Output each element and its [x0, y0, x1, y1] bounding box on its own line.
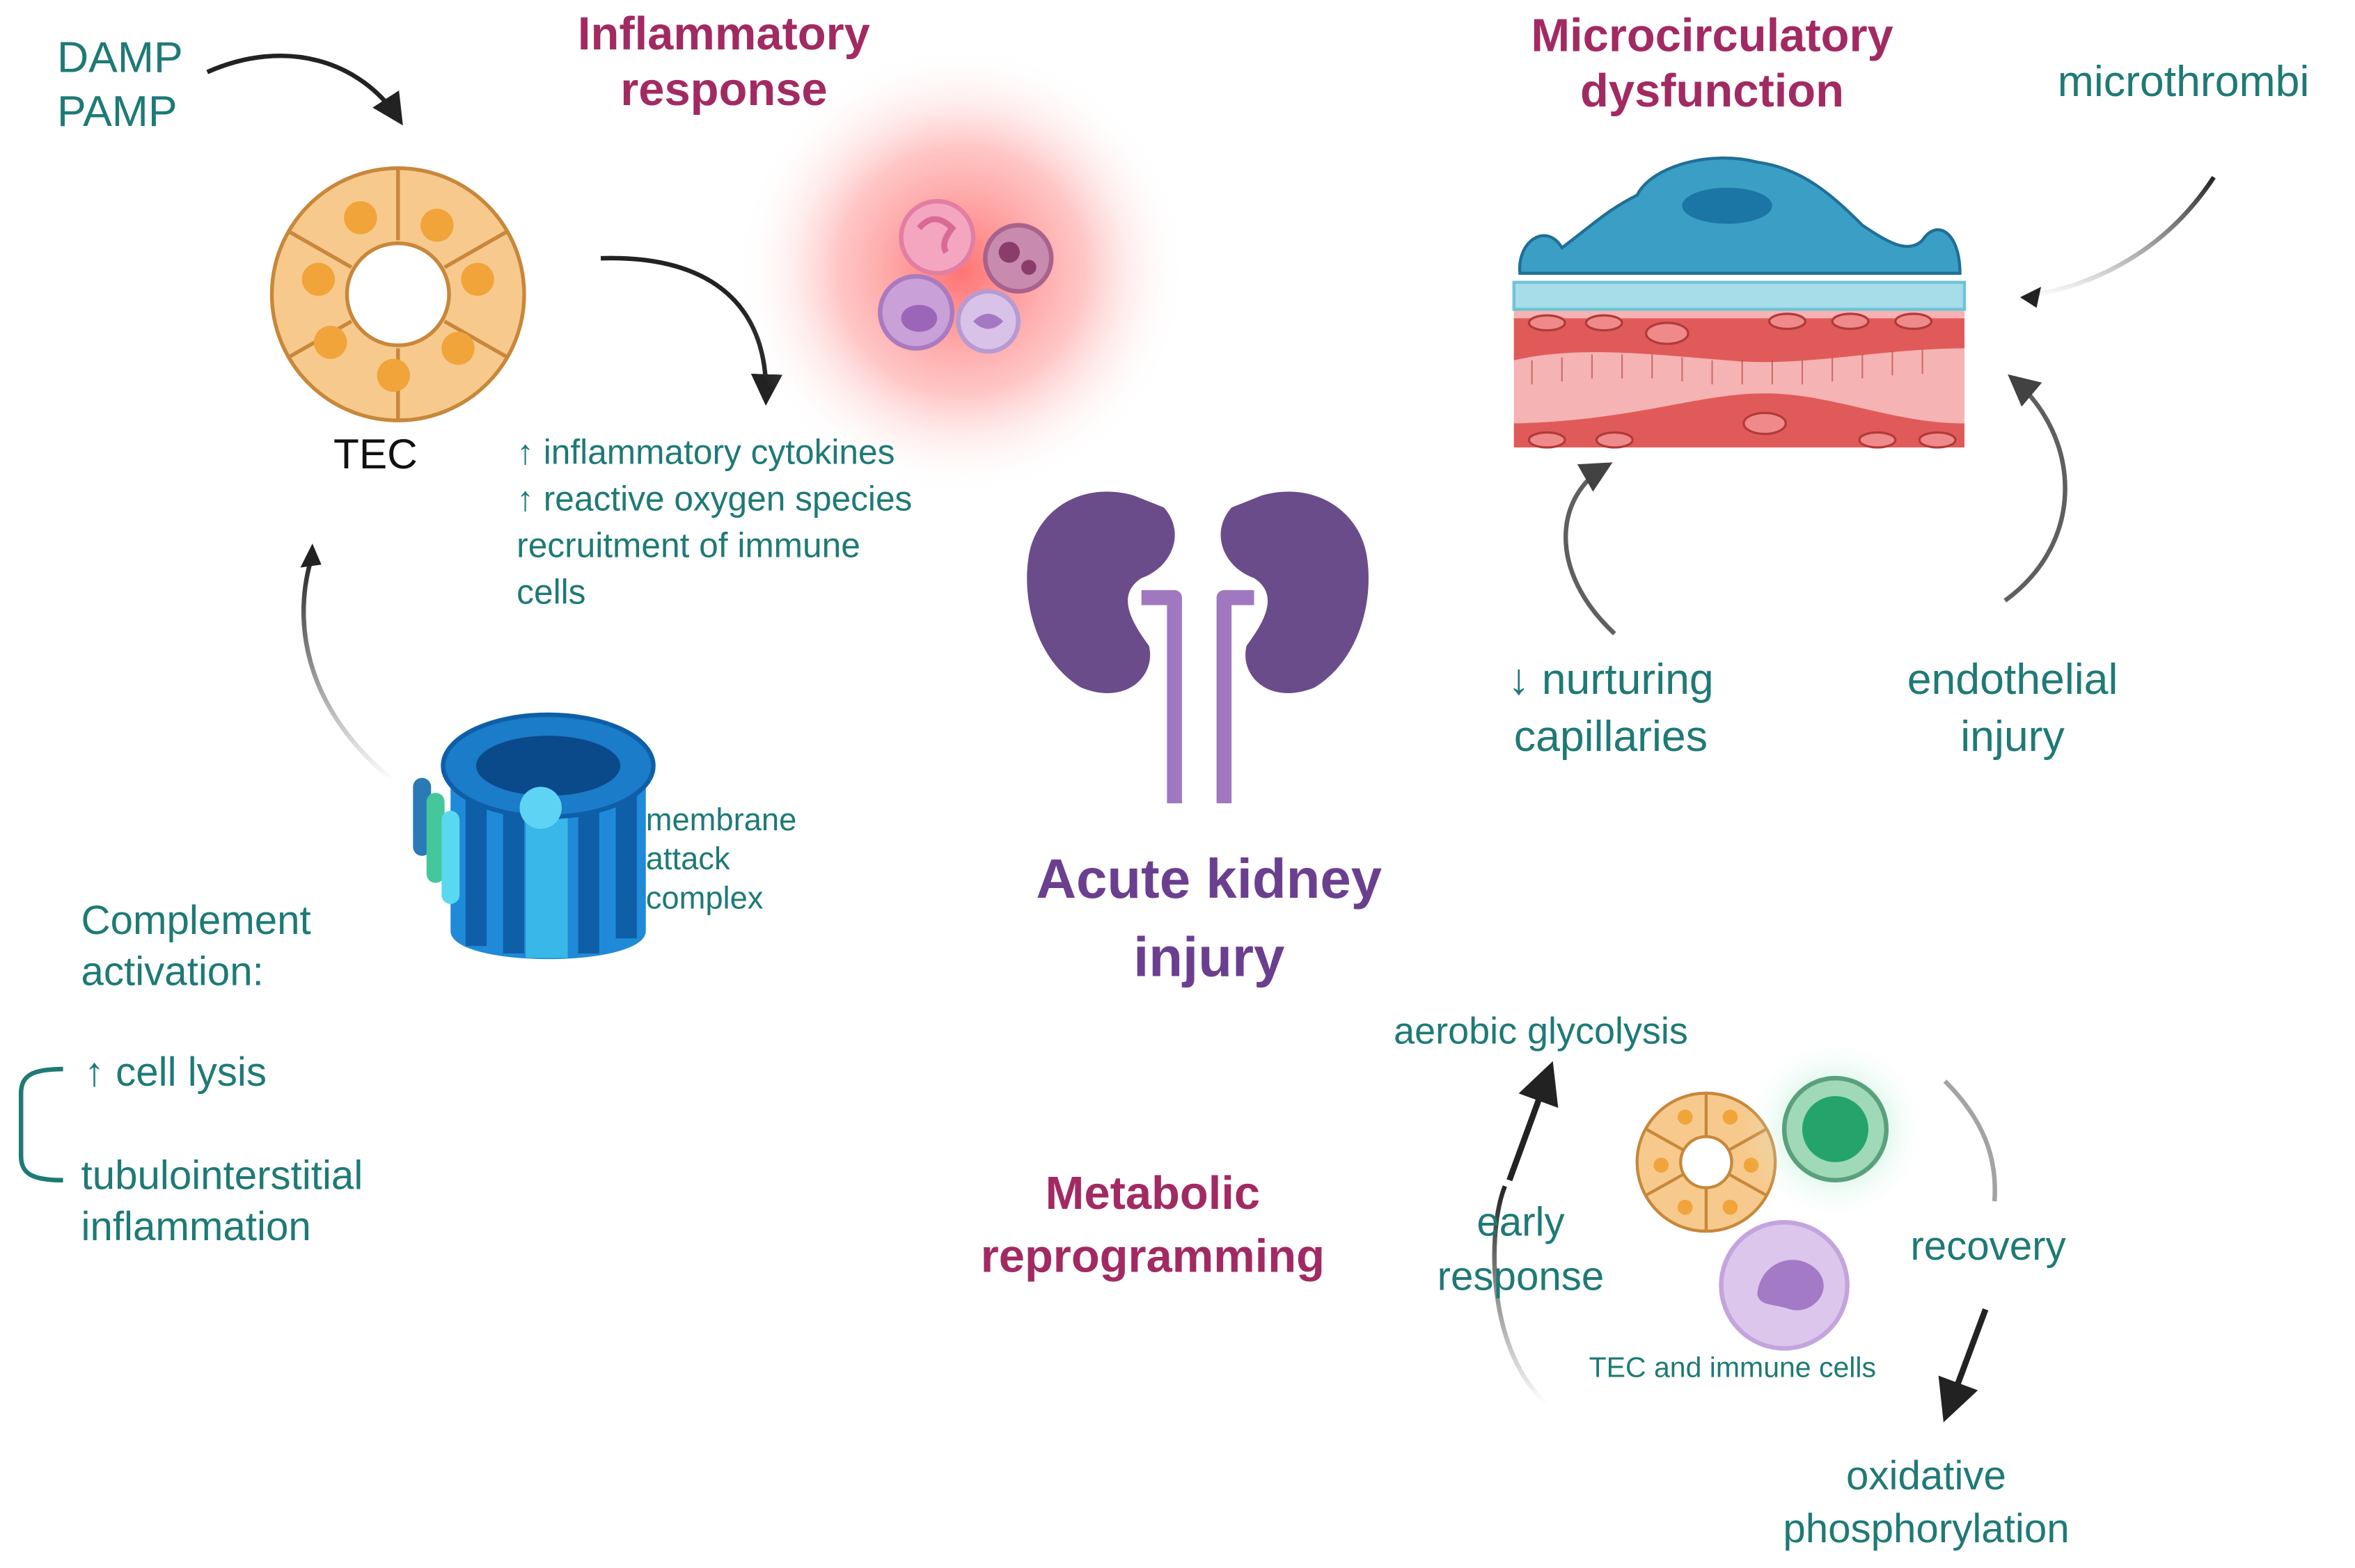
- complement-heading: Complement activation:: [81, 898, 311, 995]
- acute-kidney-injury-title: Acute kidney injury: [1036, 848, 1383, 988]
- membrane-attack-complex-icon: [413, 712, 656, 960]
- oxidative-phosphorylation-label: oxidative phosphorylation: [1783, 1453, 2070, 1551]
- damp-arrow: [206, 53, 403, 126]
- metabolic-heading: Metabolic reprogramming: [980, 1166, 1325, 1283]
- microcirculatory-heading: Microcirculatory dysfunction: [1531, 8, 1893, 118]
- tubulointerstitial-label: tubulointerstitial inflammation: [81, 1153, 363, 1250]
- effect-recruitment: recruitment of immune: [517, 525, 860, 565]
- early-response-label: early response: [1437, 1199, 1605, 1299]
- kidneys-icon: [1027, 491, 1369, 804]
- damp-label: DAMP: [56, 34, 183, 83]
- endothelial-injury-label: endothelial injury: [1907, 656, 2118, 761]
- endothelial-arrow: [2003, 374, 2067, 603]
- nurturing-arrow: [1564, 462, 1616, 635]
- nurturing-capillaries-label: ↓ nurturing capillaries: [1508, 656, 1714, 761]
- metabolic-cells-icon: [1635, 1036, 1929, 1351]
- inflammatory-effects: ↑ inflammatory cytokines ↑ reactive oxyg…: [517, 429, 912, 616]
- cell-lysis-label: ↑ cell lysis: [84, 1050, 267, 1095]
- metabolic-cycle: [1492, 1061, 1997, 1423]
- microthrombi-arrow: [2019, 175, 2216, 308]
- pamp-label: PAMP: [56, 88, 178, 137]
- effect-ros: ↑ reactive oxygen species: [517, 479, 913, 518]
- tec-immune-cells-label: TEC and immune cells: [1589, 1352, 1876, 1385]
- inflammatory-heading: Inflammatory response: [577, 7, 870, 116]
- tec-label: TEC: [333, 431, 418, 478]
- aerobic-glycolysis-label: aerobic glycolysis: [1394, 1010, 1688, 1053]
- mac-to-tec-arrow: [300, 544, 395, 783]
- recovery-label: recovery: [1910, 1223, 2066, 1269]
- effect-cytokines: ↑ inflammatory cytokines: [517, 432, 895, 472]
- tec-tubule-icon: [269, 166, 526, 422]
- effect-cells: cells: [517, 572, 586, 612]
- blood-vessel-icon: [1512, 157, 1967, 449]
- microthrombi-label: microthrombi: [2057, 58, 2310, 107]
- immune-cells-icon: [736, 45, 1187, 496]
- mac-label: membrane attack complex: [645, 803, 797, 917]
- complement-bracket: [18, 1066, 63, 1183]
